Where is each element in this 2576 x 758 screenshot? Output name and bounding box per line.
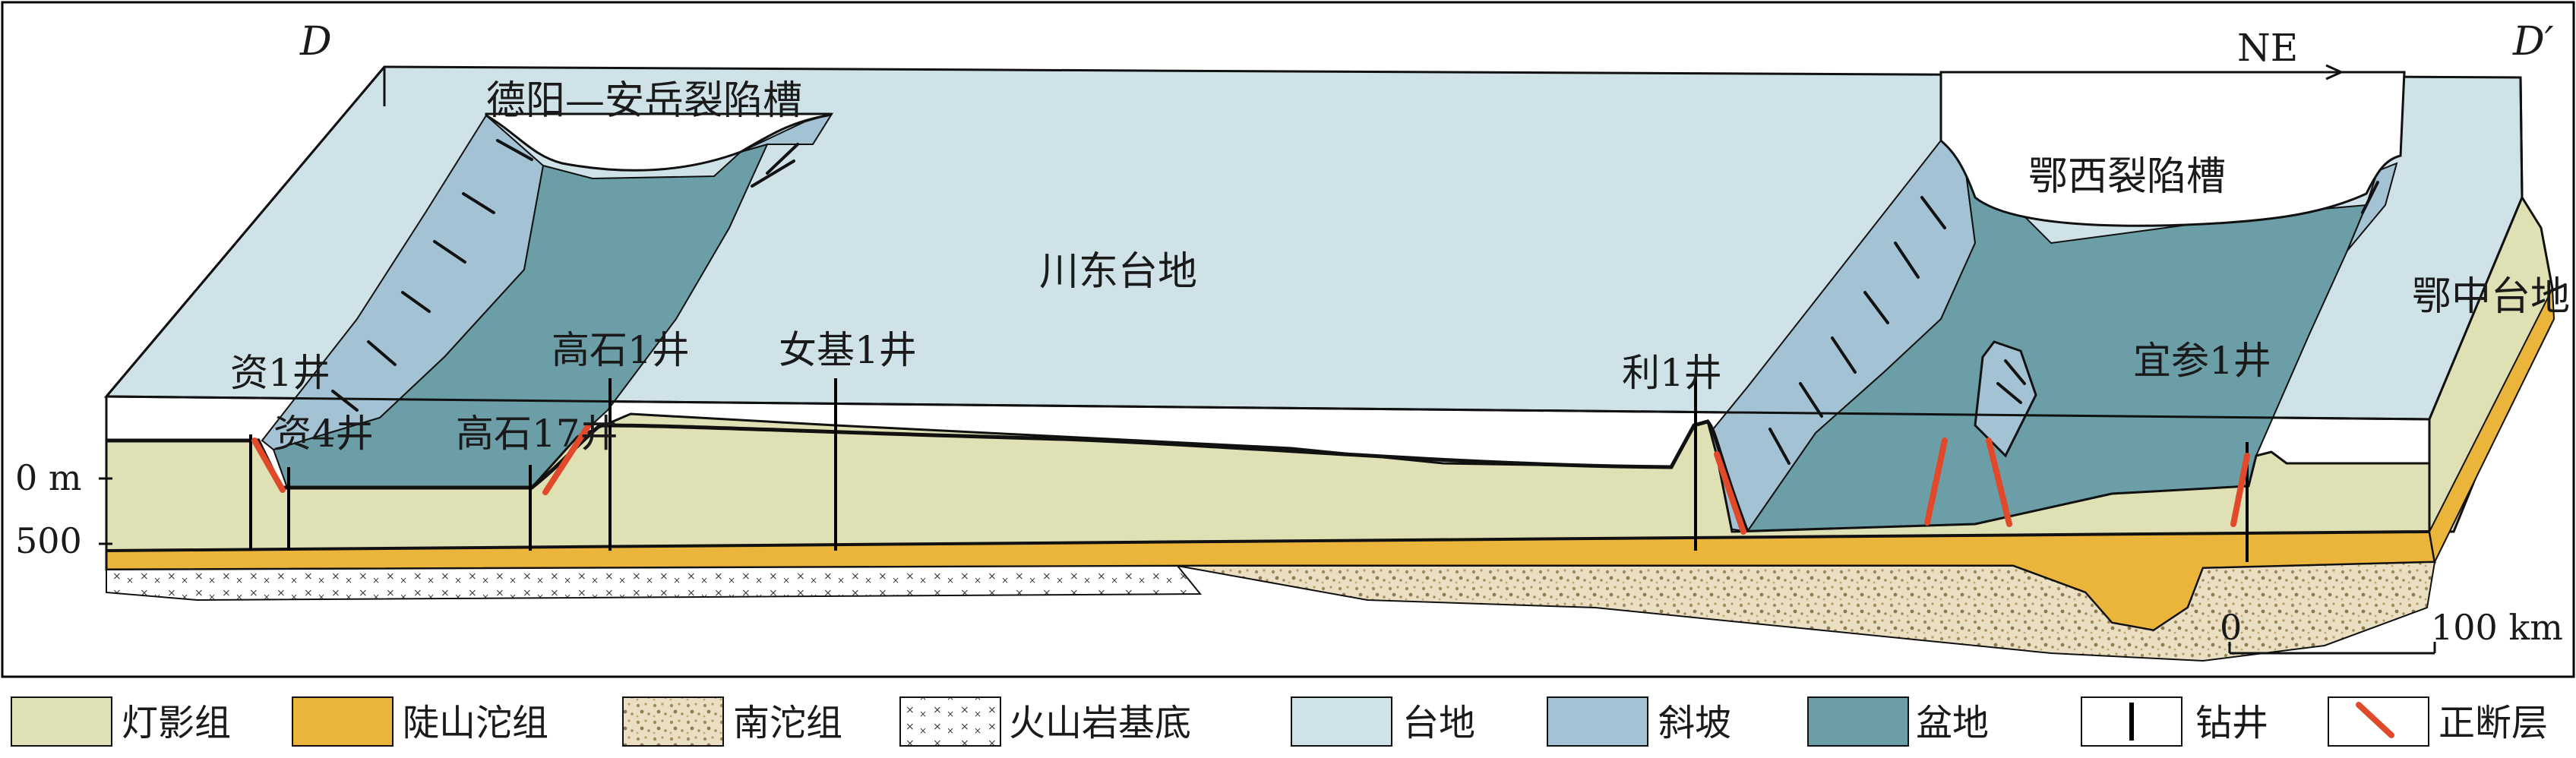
well-label-gaoshi17: 高石17井 — [456, 412, 618, 456]
front-top-outline — [106, 419, 1749, 532]
legend-fault-mark — [2356, 702, 2394, 738]
well-label-gaoshi1: 高石1井 — [552, 328, 690, 372]
legend-label-platform: 台地 — [1402, 702, 1475, 744]
front-nantuo — [1177, 561, 2436, 662]
legend-label-nantuo: 南沱组 — [733, 702, 842, 744]
legend-label-well: 钻井 — [2195, 702, 2268, 744]
corner-label-d: D — [299, 19, 332, 65]
normal-faults — [251, 422, 2250, 535]
direction-arrow — [2230, 64, 2344, 81]
exi-trough-label: 鄂西裂陷槽 — [2028, 154, 2226, 200]
legend-label-basin: 盆地 — [1916, 702, 1989, 744]
legend-label-fault: 正断层 — [2439, 702, 2548, 744]
scale-label-start: 0 — [2220, 607, 2242, 648]
well-label-nvji1: 女基1井 — [779, 328, 917, 372]
legend-swatch-platform — [1291, 696, 1392, 747]
ezhong-platform-label: 鄂中台地 — [2412, 274, 2570, 320]
depth-label-500: 500 — [15, 520, 82, 561]
legend-swatch-basin — [1807, 696, 1909, 747]
direction-label: NE — [2237, 26, 2298, 70]
well-label-li1: 利1井 — [1622, 351, 1722, 395]
deyang-slope-hatching — [331, 139, 799, 412]
legend: 灯影组 陡山沱组 南沱组 火山岩基底 台地 斜坡 盆地 钻井 正断层 — [11, 696, 2548, 747]
legend-label-slope: 斜坡 — [1658, 702, 1731, 744]
wells — [249, 378, 2249, 562]
exi-trough-rim — [1939, 71, 2406, 227]
exi-horst — [1974, 340, 2037, 458]
chuandong-platform-label: 川东台地 — [1039, 249, 1197, 295]
box-edges — [105, 66, 2524, 441]
scale-label-end: 100 km — [2431, 607, 2563, 648]
legend-label-dengying: 灯影组 — [122, 702, 231, 744]
front-volcanic — [106, 564, 1203, 602]
scale-bar — [2228, 642, 2436, 655]
deyang-slope-east — [740, 112, 834, 153]
outer-frame — [1, 1, 2575, 678]
legend-swatch-nantuo — [622, 696, 724, 747]
front-base-line — [106, 530, 2430, 552]
legend-swatch-doushantuo — [292, 696, 394, 747]
legend-swatch-dengying — [11, 696, 112, 747]
corner-label-d-prime: D′ — [2512, 19, 2554, 65]
depth-label-zero: 0 m — [15, 457, 82, 498]
well-label-zi1: 资1井 — [230, 351, 330, 395]
well-label-zi4: 资4井 — [273, 412, 374, 456]
deyang-trough-rim — [485, 112, 833, 172]
legend-swatch-slope — [1547, 696, 1648, 747]
legend-swatch-volcanic — [899, 696, 1001, 747]
well-label-yican1: 宜参1井 — [2133, 339, 2271, 383]
legend-label-doushantuo: 陡山沱组 — [403, 702, 548, 744]
exi-slope-hatching — [1768, 181, 2379, 465]
deyang-trough-label: 德阳—安岳裂陷槽 — [486, 78, 802, 124]
legend-label-volcanic: 火山岩基底 — [1009, 702, 1191, 744]
side-doushantuo — [2428, 286, 2555, 565]
